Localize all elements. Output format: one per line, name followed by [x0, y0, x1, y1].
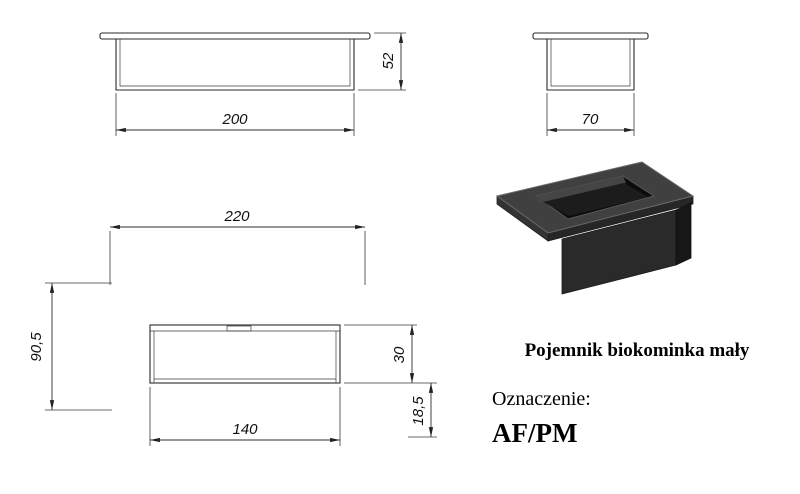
- dim-section-upper-height: 30: [391, 346, 408, 363]
- front-body-inner-wall: [119, 39, 351, 87]
- dim-section-lower-height: 18,5: [410, 396, 427, 426]
- front-flange-outline: [99, 32, 371, 40]
- section-view-drawing: 220 90,5 30 18,5: [28, 208, 437, 446]
- product-title: Pojemnik biokominka mały: [524, 340, 750, 361]
- front-body-outline: [115, 39, 355, 91]
- render-slot-inner-wall: [536, 176, 626, 203]
- side-body-outline: [546, 39, 635, 91]
- dim-front-width: 200: [221, 111, 248, 128]
- dim-section-inner-width: 140: [232, 421, 258, 438]
- designation-label: Oznaczenie:: [492, 388, 591, 410]
- front-view-drawing: 52 200: [99, 32, 406, 136]
- dim-section-overall-width: 220: [223, 208, 250, 225]
- dim-section-overall-height: 90,5: [28, 332, 45, 362]
- side-flange-outline: [532, 32, 649, 40]
- section-box-slot: [226, 325, 252, 332]
- designation-code: AF/PM: [492, 418, 578, 448]
- isometric-render: [495, 161, 695, 295]
- render-slot-floor: [543, 183, 648, 216]
- side-body-inner-wall: [550, 39, 631, 87]
- section-box-outline: [149, 324, 341, 384]
- render-body-side: [675, 202, 692, 266]
- side-view-drawing: 70: [532, 32, 649, 136]
- dim-side-width: 70: [582, 111, 599, 128]
- dim-front-height: 52: [380, 52, 397, 69]
